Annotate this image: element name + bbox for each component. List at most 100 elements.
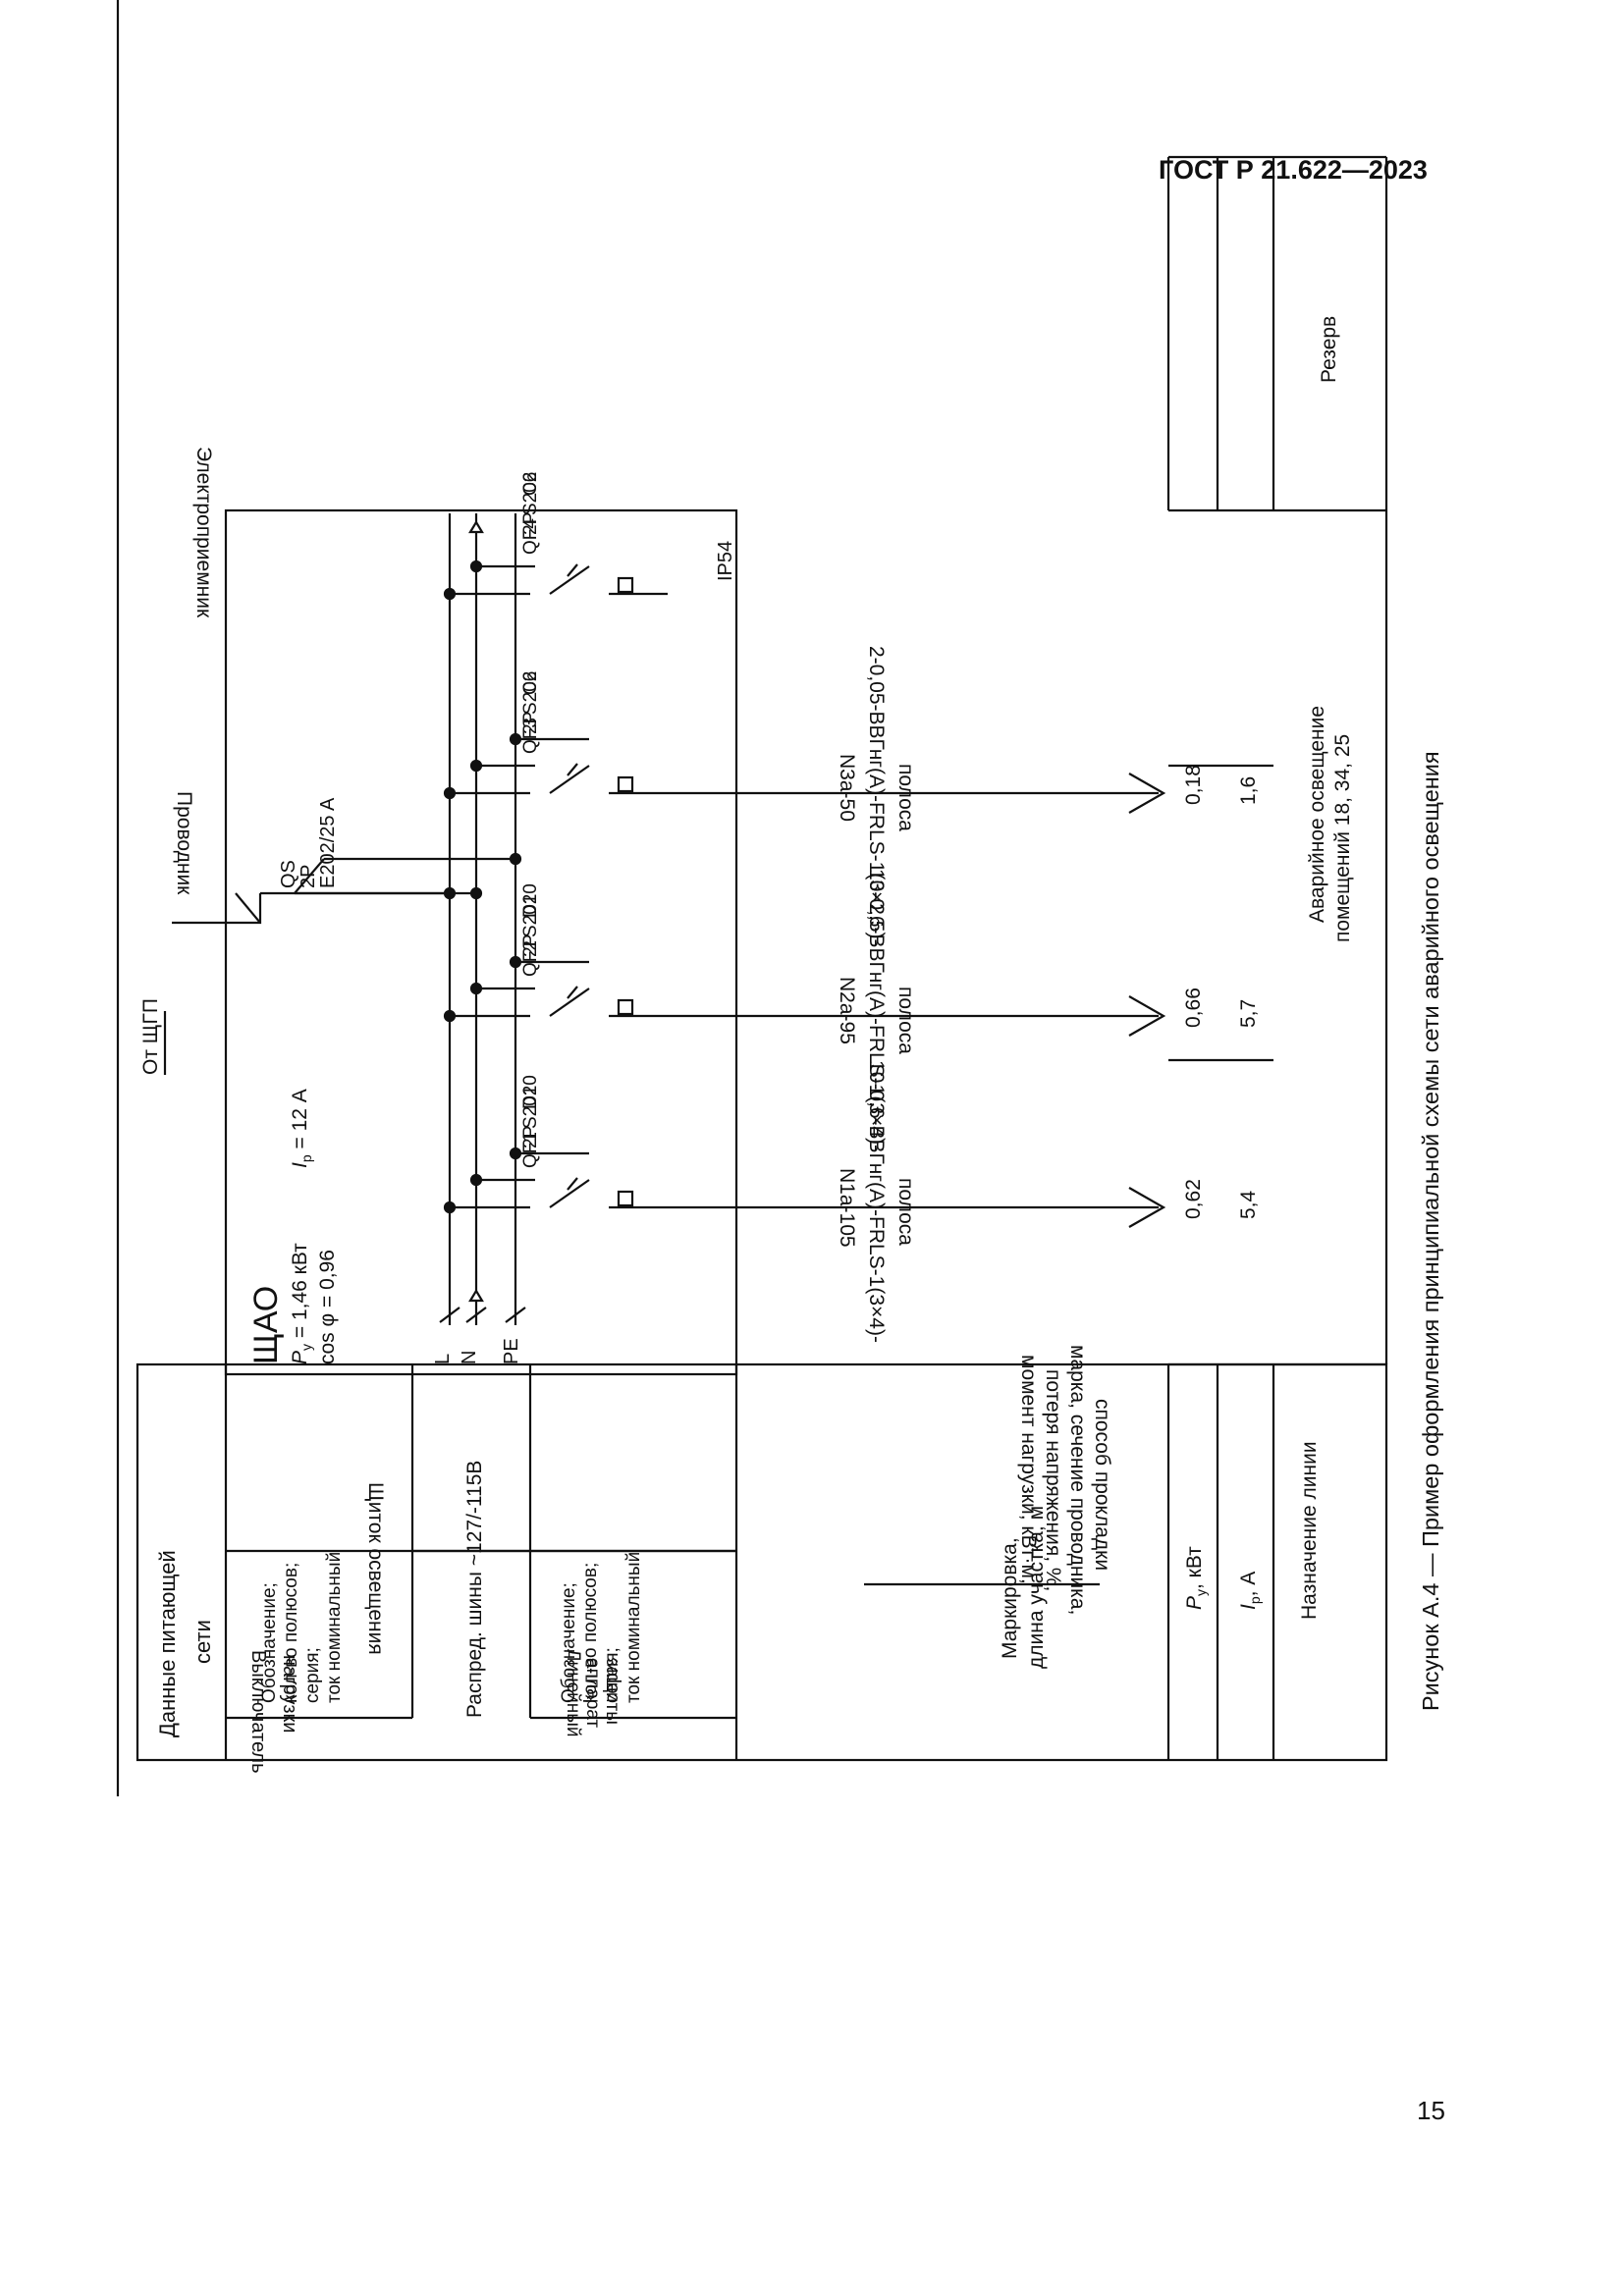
- feeder-2-ip-value: 5,7: [1237, 999, 1260, 1028]
- feeder-1-arrow-icon: [1128, 1187, 1166, 1228]
- feeder-3-py-value: 0,18: [1182, 765, 1205, 805]
- purpose-lighting-1: Аварийное освещение: [1306, 706, 1328, 923]
- feeder-2-trip-icon: [617, 998, 634, 1016]
- feeder-3-breaker-label-3: S202: [520, 671, 541, 715]
- legend-ip-label: Iр, А: [1237, 1572, 1263, 1610]
- legend-receiver-group: Электроприемник: [192, 447, 215, 618]
- feeder-3-neutral-node: [469, 759, 483, 773]
- legend-panel-group: Щиток освещения: [364, 1482, 387, 1655]
- panel-ip-current: Iр = 12 А: [289, 1089, 314, 1168]
- busbars: [439, 513, 526, 1325]
- feeder-2-breaker-label-2: 2P: [520, 934, 541, 957]
- legend-switch-params-2: кол-во полюсов;: [281, 1563, 301, 1703]
- feeder-3-breaker-contact: [549, 765, 590, 794]
- feeder-4-breaker-label-2: 2P: [520, 512, 541, 535]
- legend-purpose: Назначение линии: [1298, 1441, 1321, 1620]
- feeder-4-breaker-label-3: S202: [520, 472, 541, 515]
- feeder-2-cable-spec: 10-0,6-ВВГнг(А)-FRLS-1(3×4)-: [865, 869, 888, 1151]
- page-number: 15: [1417, 2096, 1445, 2125]
- feeder-3-trip-icon: [617, 775, 634, 793]
- feeder-3-breaker-label-2: 2P: [520, 712, 541, 734]
- panel-cos: cos φ = 0,96: [316, 1250, 339, 1364]
- legend-device-params-1: Обозначение;: [559, 1582, 579, 1703]
- legend-load-switch: Выключатель: [247, 1650, 269, 1774]
- bus-label-pe: PE: [501, 1338, 522, 1364]
- main-switch-qs: [172, 852, 522, 925]
- feeder-4-trip-icon: [617, 576, 634, 594]
- feeder-3-routing: полоса: [894, 764, 917, 831]
- receiver-table: [1166, 155, 1388, 1366]
- legend-supply-data-2: сети: [190, 1620, 215, 1664]
- feeder-3-phase-node: [443, 786, 457, 800]
- feeder-2-mark: N2a-95: [836, 977, 858, 1044]
- feeder-3-mark: N3a-50: [836, 754, 858, 822]
- legend-device-params-3: серия;: [602, 1647, 623, 1703]
- legend-conductor-bottom-1: момент нагрузки, кВт·м,: [1017, 1355, 1040, 1584]
- purpose-lighting-2: помещений 18, 34, 25: [1331, 734, 1354, 942]
- feeder-2-routing: полоса: [894, 987, 917, 1054]
- feeder-3-breaker-label-1: QF3: [520, 718, 541, 754]
- legend-supply-data: Данные питающей: [155, 1550, 180, 1737]
- feeder-1-breaker-label-4: D10: [520, 1075, 541, 1109]
- feeder-4-breaker-mark: [567, 563, 578, 577]
- feeder-1-breaker-label-3: S202: [520, 1086, 541, 1129]
- legend-conductor-top-2: длина участка, м: [1025, 1506, 1048, 1669]
- feeder-2-breaker-label-1: QF2: [520, 940, 541, 977]
- figure-caption: Рисунок А.4 — Пример оформления принципи…: [1418, 751, 1443, 1711]
- feeder-1-trip-icon: [617, 1190, 634, 1207]
- legend-conductor-bottom-4: способ прокладки: [1091, 1399, 1113, 1571]
- feeder-1-routing: полоса: [894, 1178, 917, 1246]
- legend-switch-params-3: серия;: [302, 1647, 323, 1703]
- feeder-1-cable-spec: 10-0,6-ВВГнг(А)-FRLS-1(3×4)-: [865, 1060, 888, 1343]
- feeder-3-pe-node: [509, 732, 522, 746]
- panel-py: Pу = 1,46 кВт: [289, 1243, 314, 1364]
- feeder-2-pe-node: [509, 955, 522, 969]
- feeder-3-breaker-mark: [567, 763, 578, 776]
- feeder-1-ip-value: 5,4: [1237, 1190, 1260, 1219]
- legend-device-params-2: кол-во полюсов;: [580, 1563, 601, 1703]
- panel-ip: IP54: [715, 541, 736, 581]
- bus-label-n: N: [459, 1351, 480, 1364]
- feeder-2-breaker-label-3: S202: [520, 894, 541, 937]
- legend-line-device-2: аппарат: [582, 1658, 603, 1728]
- source-label: От ЩГП: [139, 998, 162, 1075]
- qs-label-1: QS: [278, 860, 299, 888]
- feeder-4-phase-node: [443, 587, 457, 601]
- feeder-1-neutral-node: [469, 1173, 483, 1187]
- feeder-2-py-value: 0,66: [1182, 988, 1205, 1028]
- feeder-4-breaker-label-1: QF4: [520, 518, 541, 555]
- feeder-3-breaker-label-4: C6: [520, 671, 541, 695]
- legend-switch-params-1: Обозначение;: [259, 1582, 280, 1703]
- feeder-1-pe-node: [509, 1147, 522, 1160]
- standard-header: ГОСТ Р 21.622—2023: [1159, 155, 1428, 185]
- legend-table: [135, 1362, 1388, 1762]
- panel-name: ЩАО: [247, 1286, 285, 1364]
- feeder-4-breaker-contact: [549, 565, 590, 595]
- legend-py-label: Pу, кВт: [1183, 1546, 1209, 1610]
- feeder-2-phase-node: [443, 1009, 457, 1023]
- feeder-1-breaker-label-1: QF1: [520, 1132, 541, 1168]
- legend-line-device-1: Линейный: [563, 1649, 583, 1737]
- feeder-2-neutral-node: [469, 982, 483, 995]
- feeder-2-breaker-label-4: D10: [520, 883, 541, 918]
- feeder-1-mark: N1a-105: [836, 1168, 858, 1248]
- legend-conductor-group: Проводник: [173, 791, 195, 895]
- qs-label-3: E202/25 A: [317, 797, 339, 888]
- feeder-2-arrow-icon: [1128, 995, 1166, 1037]
- feeder-1-phase-node: [443, 1201, 457, 1214]
- feeder-2-breaker-contact: [549, 988, 590, 1017]
- feeder-4-breaker-label-4: C6: [520, 472, 541, 496]
- legend-device-params-4: ток номинальный: [623, 1552, 644, 1703]
- legend-line-device-3: защиты: [602, 1658, 623, 1725]
- panel-enclosure: [224, 508, 738, 1376]
- feeder-1-breaker-contact: [549, 1179, 590, 1208]
- purpose-reserve: Резерв: [1318, 316, 1340, 383]
- bus-label-l: L: [432, 1354, 454, 1364]
- legend-switch-params-4: ток номинальный: [324, 1552, 345, 1703]
- legend-conductor-bottom-2: потеря напряжения, %,: [1042, 1369, 1064, 1591]
- legend-conductor-top-1: Маркировка,: [999, 1537, 1021, 1659]
- feeder-3-ip-value: 1,6: [1237, 776, 1260, 805]
- feeder-3-cable-spec: 2-0,05-ВВГнг(А)-FRLS-1(3×2,5)-: [865, 646, 888, 945]
